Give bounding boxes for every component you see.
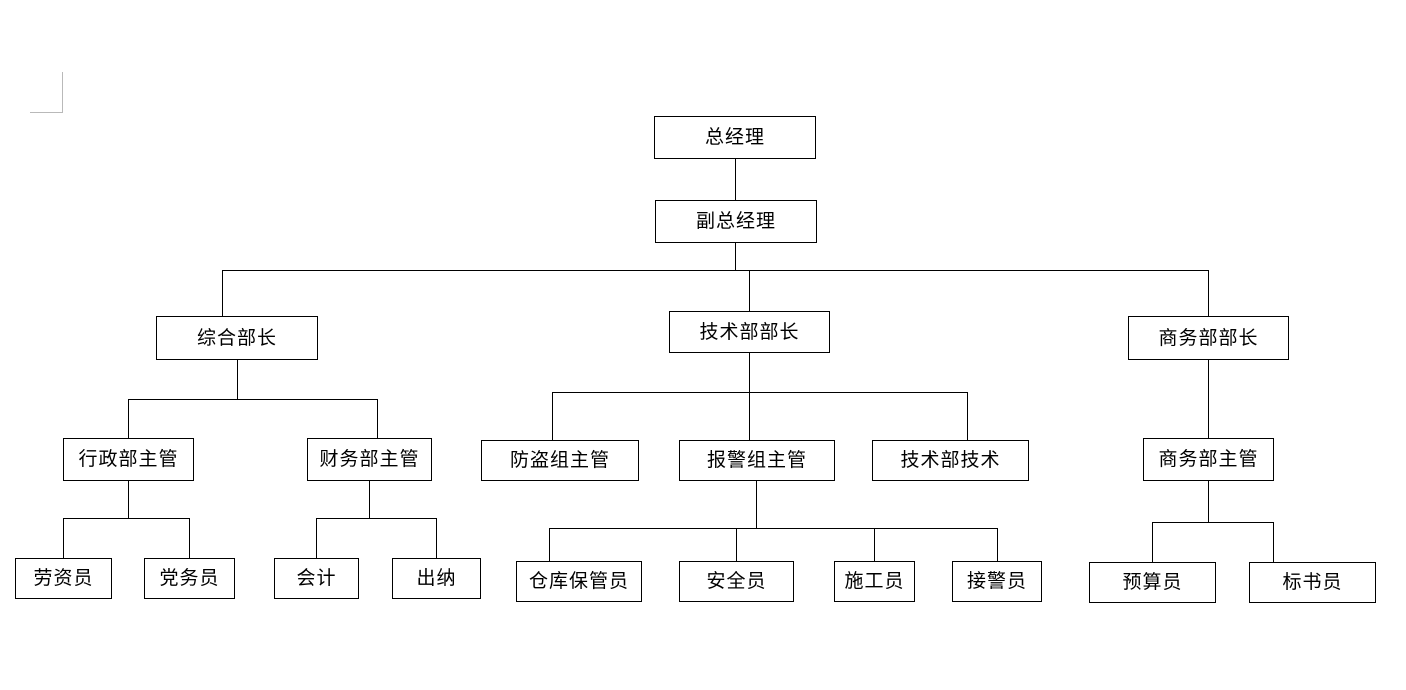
node-party-affairs-clerk[interactable]: 党务员 xyxy=(144,558,235,599)
connector-bus-to-antitheft-supervisor xyxy=(552,392,553,440)
connector-bus-to-alarm-receiver xyxy=(997,528,998,561)
connector-finance-stem xyxy=(369,481,370,518)
connector-business-head-to-supervisor xyxy=(1208,360,1209,440)
connector-bus-to-safety-officer xyxy=(736,528,737,561)
node-general-manager[interactable]: 总经理 xyxy=(654,116,816,159)
connector-bus-to-accountant xyxy=(316,518,317,558)
node-technical-dept-technician[interactable]: 技术部技术 xyxy=(872,440,1029,481)
node-labor-clerk[interactable]: 劳资员 xyxy=(15,558,112,599)
connector-comprehensive-bus xyxy=(128,399,378,400)
node-business-dept-head[interactable]: 商务部部长 xyxy=(1128,316,1289,360)
connector-business-bus xyxy=(1152,522,1274,523)
connector-bus-to-alarm-supervisor xyxy=(749,392,750,440)
connector-technical-stem xyxy=(749,352,750,392)
connector-bus-to-labor-clerk xyxy=(63,518,64,558)
connector-admin-bus xyxy=(63,518,190,519)
connector-bus-to-warehouse-keeper xyxy=(549,528,550,561)
node-alarm-receiver[interactable]: 接警员 xyxy=(952,561,1042,602)
connector-bus-to-technician xyxy=(967,392,968,440)
connector-bus-to-business-head xyxy=(1208,270,1209,316)
connector-bus-to-comprehensive-head xyxy=(222,270,223,316)
margin-mark-vertical xyxy=(62,72,63,113)
connector-alarm-bus xyxy=(549,528,998,529)
connector-alarm-stem xyxy=(756,481,757,528)
node-deputy-general-manager[interactable]: 副总经理 xyxy=(655,200,817,243)
connector-business-supervisor-stem xyxy=(1208,481,1209,522)
connector-gm-to-dgm xyxy=(735,158,736,202)
node-safety-officer[interactable]: 安全员 xyxy=(679,561,794,602)
connector-bus-to-finance-supervisor xyxy=(377,399,378,438)
connector-level3-bus xyxy=(222,270,1209,271)
node-budget-officer[interactable]: 预算员 xyxy=(1089,562,1216,603)
connector-technical-bus xyxy=(552,392,968,393)
connector-dgm-stem xyxy=(735,242,736,271)
connector-bus-to-budget-officer xyxy=(1152,522,1153,562)
connector-admin-stem xyxy=(128,481,129,518)
node-business-dept-supervisor[interactable]: 商务部主管 xyxy=(1143,438,1274,481)
node-technical-dept-head[interactable]: 技术部部长 xyxy=(669,311,830,353)
node-comprehensive-dept-head[interactable]: 综合部长 xyxy=(156,316,318,360)
connector-finance-bus xyxy=(316,518,436,519)
page-margin-corner-mark xyxy=(30,72,63,113)
node-finance-dept-supervisor[interactable]: 财务部主管 xyxy=(307,438,432,481)
connector-bus-to-construction-worker xyxy=(874,528,875,561)
connector-bus-to-cashier xyxy=(436,518,437,558)
node-bid-document-clerk[interactable]: 标书员 xyxy=(1249,562,1376,603)
node-construction-worker[interactable]: 施工员 xyxy=(834,561,915,602)
connector-bus-to-bid-clerk xyxy=(1273,522,1274,562)
node-alarm-group-supervisor[interactable]: 报警组主管 xyxy=(679,440,835,481)
connector-bus-to-admin-supervisor xyxy=(128,399,129,438)
margin-mark-horizontal xyxy=(30,112,63,113)
node-accountant[interactable]: 会计 xyxy=(274,558,359,599)
connector-comprehensive-stem xyxy=(237,360,238,399)
connector-bus-to-party-clerk xyxy=(189,518,190,558)
connector-bus-to-technical-head xyxy=(749,270,750,311)
node-cashier[interactable]: 出纳 xyxy=(392,558,481,599)
node-warehouse-keeper[interactable]: 仓库保管员 xyxy=(516,561,642,602)
node-antitheft-group-supervisor[interactable]: 防盗组主管 xyxy=(481,440,639,481)
node-admin-dept-supervisor[interactable]: 行政部主管 xyxy=(63,438,194,481)
